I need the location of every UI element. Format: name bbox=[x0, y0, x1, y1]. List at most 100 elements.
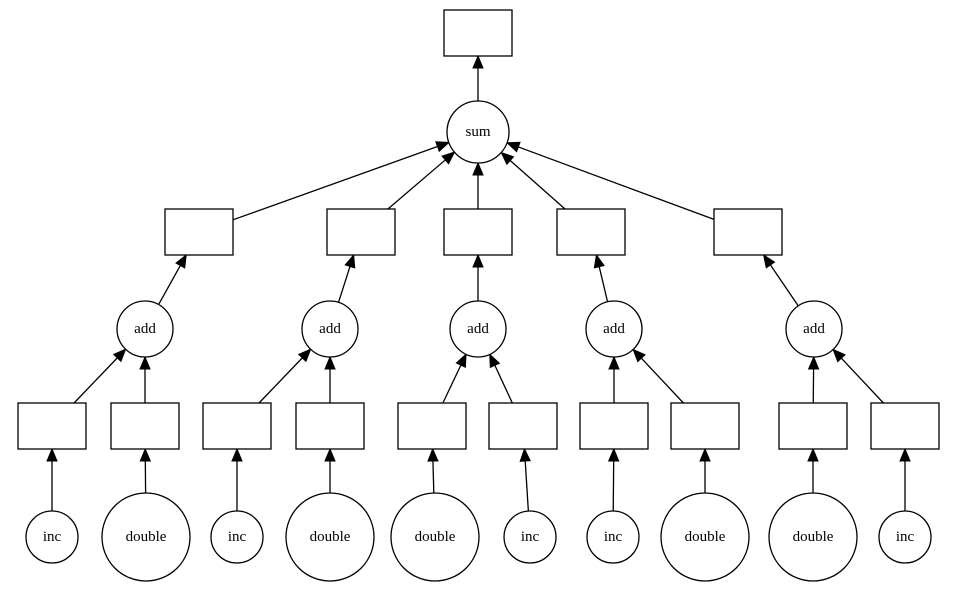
task-circle bbox=[285, 492, 375, 582]
task-node-double-f9[interactable]: double bbox=[768, 492, 858, 582]
data-node-b1[interactable] bbox=[17, 402, 87, 450]
task-node-inc-f10[interactable]: inc bbox=[878, 510, 932, 564]
edge-line bbox=[840, 357, 884, 404]
task-circle bbox=[503, 510, 557, 564]
edge-f2-to-b2 bbox=[139, 447, 152, 494]
arrowhead-icon bbox=[455, 353, 467, 369]
task-node-add-add5[interactable]: add bbox=[785, 300, 843, 358]
task-node-double-f5[interactable]: double bbox=[390, 492, 480, 582]
data-node-r1[interactable] bbox=[164, 208, 234, 256]
task-node-inc-f1[interactable]: inc bbox=[25, 510, 79, 564]
arrowhead-icon bbox=[472, 54, 484, 69]
data-node-r5[interactable] bbox=[713, 208, 783, 256]
edge-add2-to-r2 bbox=[337, 253, 356, 303]
edge-line bbox=[258, 357, 303, 404]
node-label: inc bbox=[43, 529, 62, 545]
data-node-b5[interactable] bbox=[397, 402, 467, 450]
edge-b3-to-add2 bbox=[258, 348, 312, 404]
task-node-sum-sum[interactable]: sum bbox=[446, 100, 510, 164]
arrowhead-icon bbox=[344, 253, 356, 269]
task-circle bbox=[301, 300, 359, 358]
task-node-inc-f3[interactable]: inc bbox=[210, 510, 264, 564]
edge-line bbox=[232, 145, 438, 221]
data-box bbox=[443, 208, 513, 256]
edge-add1-to-r1 bbox=[158, 253, 187, 305]
task-node-add-add1[interactable]: add bbox=[116, 300, 174, 358]
data-node-r3[interactable] bbox=[443, 208, 513, 256]
task-circle bbox=[446, 100, 510, 164]
data-box bbox=[443, 9, 513, 57]
data-box bbox=[870, 402, 940, 450]
arrowhead-icon bbox=[593, 253, 605, 269]
task-node-double-f8[interactable]: double bbox=[660, 492, 750, 582]
edge-f1-to-b1 bbox=[46, 447, 58, 511]
node-label: double bbox=[310, 529, 351, 545]
node-label: add bbox=[319, 321, 341, 337]
data-node-b2[interactable] bbox=[110, 402, 180, 450]
node-label: double bbox=[793, 529, 834, 545]
task-circle bbox=[586, 510, 640, 564]
nodes-layer: sum add add add add add inc double inc double doub… bbox=[17, 9, 940, 582]
task-circle bbox=[768, 492, 858, 582]
arrowhead-icon bbox=[441, 151, 456, 165]
arrowhead-icon bbox=[472, 161, 484, 176]
arrowhead-icon bbox=[762, 253, 776, 269]
data-box bbox=[397, 402, 467, 450]
data-node-b6[interactable] bbox=[488, 402, 558, 450]
edge-b5-to-add3 bbox=[442, 353, 467, 404]
data-node-r4[interactable] bbox=[556, 208, 626, 256]
edge-line bbox=[73, 357, 118, 404]
data-node-b4[interactable] bbox=[295, 402, 365, 450]
data-node-b3[interactable] bbox=[202, 402, 272, 450]
node-label: inc bbox=[228, 529, 247, 545]
node-label: add bbox=[134, 321, 156, 337]
data-node-b10[interactable] bbox=[870, 402, 940, 450]
task-node-inc-f6[interactable]: inc bbox=[503, 510, 557, 564]
task-node-add-add3[interactable]: add bbox=[449, 300, 507, 358]
data-box bbox=[17, 402, 87, 450]
data-node-b7[interactable] bbox=[579, 402, 649, 450]
edge-b4-to-add2 bbox=[324, 355, 336, 403]
edge-f5-to-b5 bbox=[427, 447, 439, 494]
task-circle bbox=[390, 492, 480, 582]
node-label: double bbox=[685, 529, 726, 545]
task-circle bbox=[585, 300, 643, 358]
data-box bbox=[488, 402, 558, 450]
edge-add3-to-r3 bbox=[472, 253, 484, 301]
edge-b9-to-add5 bbox=[807, 355, 820, 404]
arrowhead-icon bbox=[519, 447, 531, 462]
data-box bbox=[778, 402, 848, 450]
data-box bbox=[713, 208, 783, 256]
edge-f4-to-b4 bbox=[324, 447, 336, 493]
edge-sum-to-out bbox=[472, 54, 484, 101]
data-node-b8[interactable] bbox=[670, 402, 740, 450]
arrowhead-icon bbox=[807, 355, 820, 370]
edge-line bbox=[387, 159, 446, 210]
node-label: add bbox=[803, 321, 825, 337]
arrowhead-icon bbox=[832, 348, 846, 363]
task-node-inc-f7[interactable]: inc bbox=[586, 510, 640, 564]
data-node-b9[interactable] bbox=[778, 402, 848, 450]
edge-b1-to-add1 bbox=[73, 348, 127, 404]
edge-r1-to-sum bbox=[232, 141, 451, 221]
data-node-out[interactable] bbox=[443, 9, 513, 57]
edge-f8-to-b8 bbox=[699, 447, 711, 493]
task-node-double-f4[interactable]: double bbox=[285, 492, 375, 582]
arrowhead-icon bbox=[112, 348, 127, 363]
arrowhead-icon bbox=[505, 141, 521, 153]
node-label: inc bbox=[604, 529, 623, 545]
task-node-add-add4[interactable]: add bbox=[585, 300, 643, 358]
arrowhead-icon bbox=[699, 447, 711, 462]
task-node-add-add2[interactable]: add bbox=[301, 300, 359, 358]
arrowhead-icon bbox=[500, 151, 515, 166]
data-node-r2[interactable] bbox=[326, 208, 396, 256]
node-label: inc bbox=[521, 529, 540, 545]
arrowhead-icon bbox=[297, 348, 312, 363]
edge-f9-to-b9 bbox=[807, 447, 819, 493]
task-node-double-f2[interactable]: double bbox=[101, 492, 191, 582]
edge-line bbox=[509, 160, 566, 210]
edge-line bbox=[442, 364, 462, 404]
arrowhead-icon bbox=[139, 447, 152, 462]
edge-r2-to-sum bbox=[387, 151, 456, 210]
